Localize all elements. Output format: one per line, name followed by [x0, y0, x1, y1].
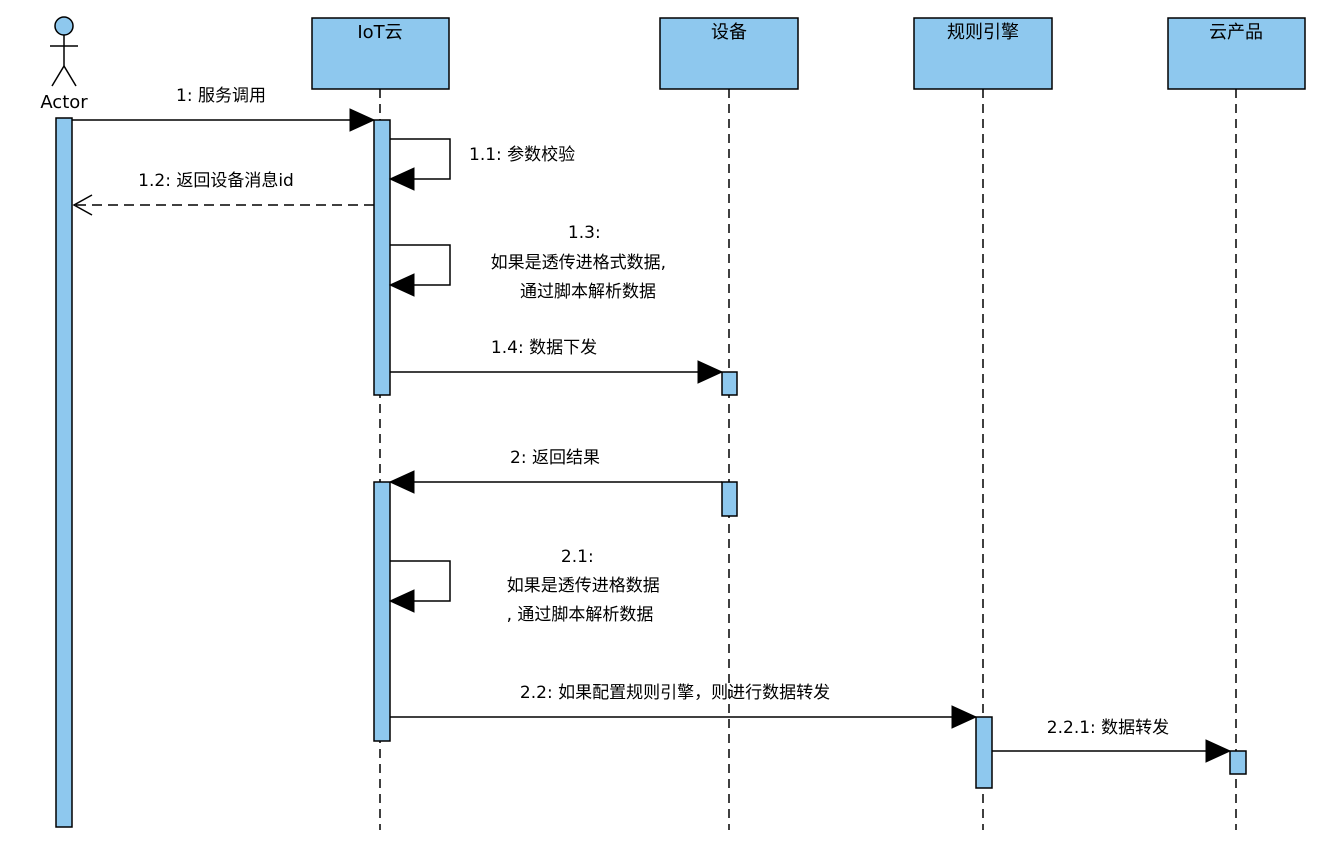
message-1-3[interactable]	[388, 244, 451, 297]
participant-rules-box[interactable]	[913, 17, 1053, 90]
message-2-1[interactable]	[388, 560, 451, 613]
participant-cloud-box[interactable]	[1167, 17, 1306, 90]
participant-rules-label: 规则引擎	[947, 22, 1019, 43]
participant-iot-box[interactable]	[311, 17, 450, 90]
participant-device-box[interactable]	[659, 17, 799, 90]
message-2-2-1[interactable]	[992, 739, 1232, 763]
activation-rules	[975, 716, 993, 789]
message-2-1-label: 2.1: 如果是透传进格数据 , 通过脚本解析数据	[507, 547, 666, 625]
message-1-2-label: 1.2: 返回设备消息id	[138, 171, 294, 191]
activation-cloud	[1229, 750, 1247, 775]
actor-head	[54, 16, 74, 36]
message-1-3-label: 1.3: 如果是透传进格式数据, 通过脚本解析数据	[491, 223, 672, 302]
message-2-1-line-3: , 通过脚本解析数据	[507, 605, 654, 625]
actor-figure	[50, 16, 78, 87]
participant-cloud-label: 云产品	[1209, 22, 1263, 43]
message-1-1-label: 1.1: 参数校验	[469, 145, 575, 165]
activation-actor	[55, 117, 73, 828]
message-2-2-1-label: 2.2.1: 数据转发	[1047, 718, 1169, 738]
message-1[interactable]	[72, 108, 376, 132]
message-1-1[interactable]	[388, 138, 451, 191]
message-2[interactable]	[388, 470, 722, 494]
message-2-1-line-2: 如果是透传进格数据	[507, 576, 660, 596]
message-1-3-line-3: 通过脚本解析数据	[520, 282, 656, 302]
activation-device-1	[721, 371, 738, 396]
message-1-label: 1: 服务调用	[176, 86, 266, 106]
message-1-4-label: 1.4: 数据下发	[491, 338, 597, 358]
message-2-2-label: 2.2: 如果配置规则引擎，则进行数据转发	[520, 683, 830, 703]
message-2-1-line-1: 2.1:	[561, 547, 594, 567]
message-1-4[interactable]	[390, 360, 724, 384]
message-1-2[interactable]	[72, 194, 374, 216]
participant-device-label: 设备	[711, 22, 747, 43]
message-2-label: 2: 返回结果	[510, 448, 600, 468]
activation-iot-2	[373, 481, 391, 742]
actor-label: Actor	[40, 92, 88, 113]
message-1-3-line-1: 1.3:	[568, 223, 601, 243]
participant-iot-label: IoT云	[357, 22, 402, 43]
activation-device-2	[721, 481, 738, 517]
message-1-3-line-2: 如果是透传进格式数据,	[491, 253, 666, 273]
activation-iot-1	[373, 119, 391, 396]
message-2-2[interactable]	[390, 705, 978, 729]
